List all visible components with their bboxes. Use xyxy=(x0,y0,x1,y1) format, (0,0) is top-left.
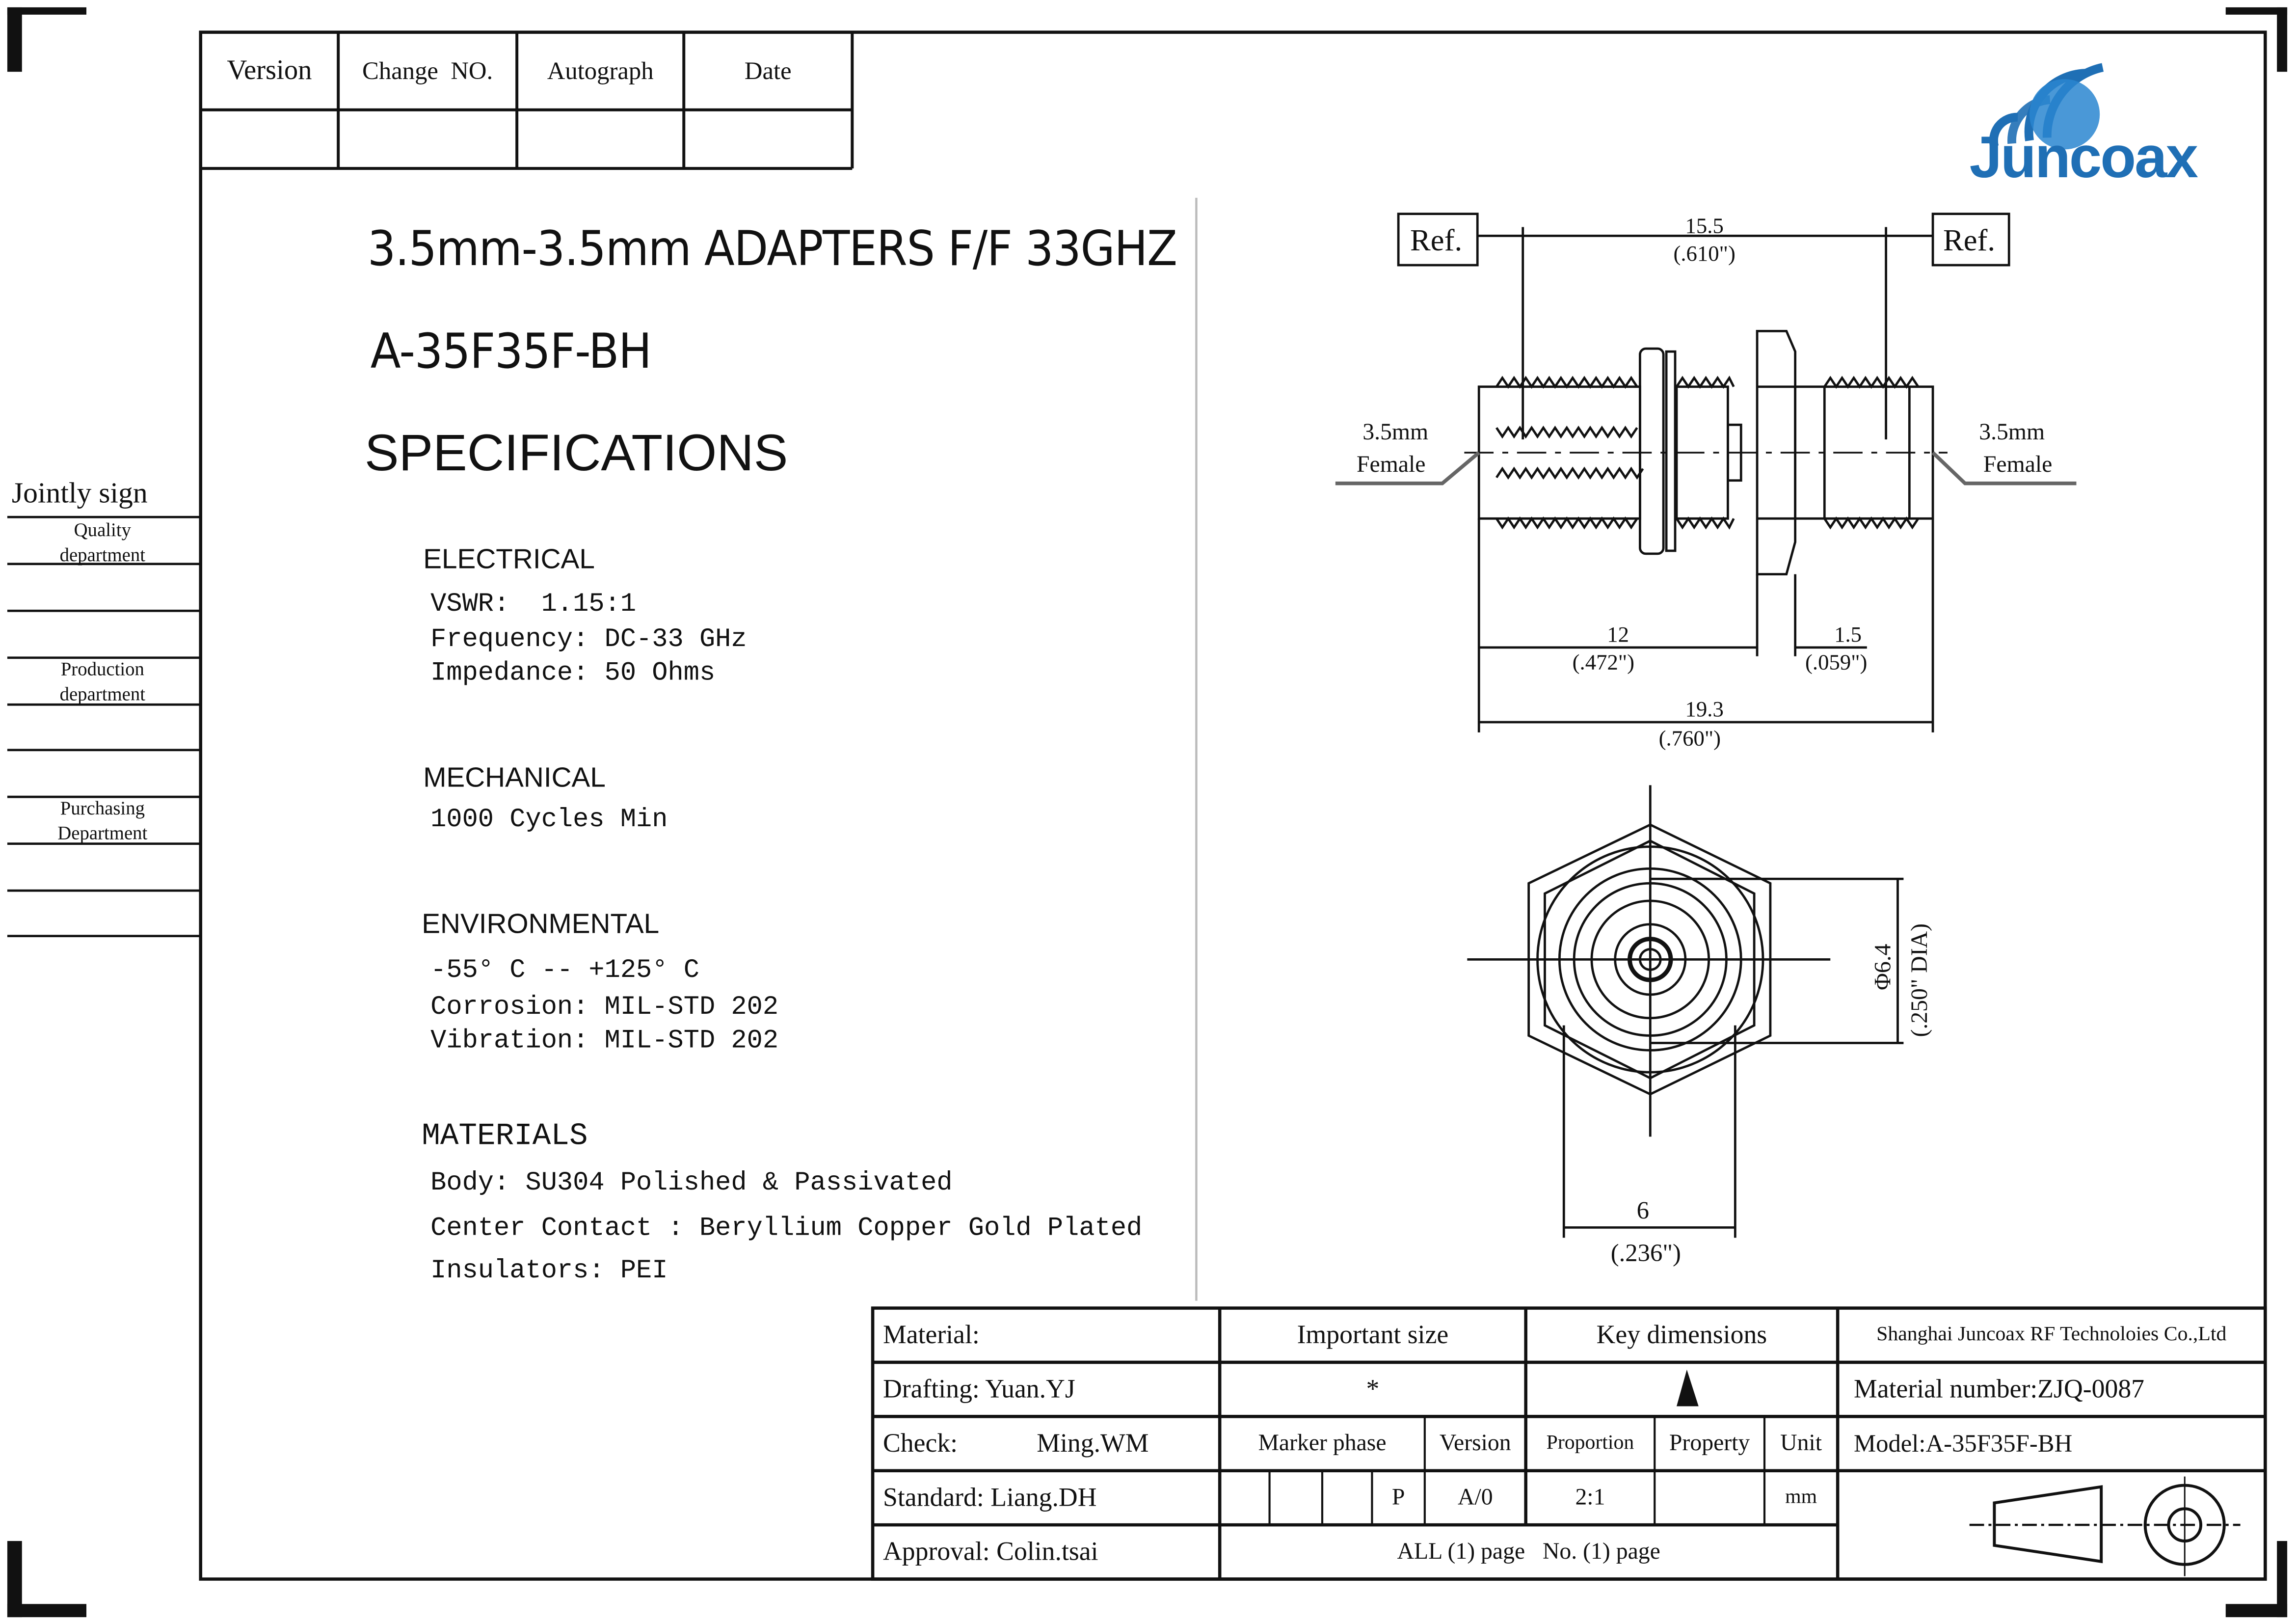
tb-model: Model:A-35F35F-BH xyxy=(1853,1429,2073,1457)
tb-important-symbol: * xyxy=(1366,1374,1380,1404)
spec-vibration: Vibration: MIL-STD 202 xyxy=(430,1027,779,1056)
revision-header-version: Version xyxy=(227,54,312,86)
ref-box-left xyxy=(1397,213,1479,267)
connector-left-type: Female xyxy=(1357,451,1425,477)
tb-company: Shanghai Juncoax RF Technoloies Co.,Ltd xyxy=(1876,1323,2227,1346)
part-number: A-35F35F-BH xyxy=(370,322,652,379)
tb-unit: Unit xyxy=(1780,1430,1822,1456)
ref-label-left: Ref. xyxy=(1410,223,1462,257)
revision-header-autograph: Autograph xyxy=(547,56,654,84)
dim-diameter: Φ6.4 xyxy=(1870,944,1896,990)
ref-label-right: Ref. xyxy=(1943,223,1995,257)
dim-overall-ref: 15.5 xyxy=(1685,213,1724,238)
spec-corrosion: Corrosion: MIL-STD 202 xyxy=(430,993,779,1023)
spec-vswr: VSWR: 1.15:1 xyxy=(430,590,637,620)
connector-left-size: 3.5mm xyxy=(1362,419,1428,445)
revision-header-change-no: Change NO. xyxy=(362,56,493,84)
revision-header-date: Date xyxy=(744,56,792,84)
dim-body-in: (.472") xyxy=(1573,650,1634,675)
materials-heading: MATERIALS xyxy=(422,1120,588,1155)
connector-right-type: Female xyxy=(1983,451,2052,477)
product-title: 3.5mm-3.5mm ADAPTERS F/F 33GHZ xyxy=(367,219,1177,277)
logo-text: Juncoax xyxy=(1969,126,2198,190)
dim-total: 19.3 xyxy=(1685,697,1724,721)
specifications-heading: SPECIFICATIONS xyxy=(364,425,788,482)
dim-overall-ref-in: (.610") xyxy=(1673,241,1735,266)
dim-total-in: (.760") xyxy=(1659,726,1721,751)
tb-standard: Standard: Liang.DH xyxy=(882,1482,1097,1512)
dim-nut: 1.5 xyxy=(1834,622,1862,647)
connector-right-size: 3.5mm xyxy=(1979,419,2045,445)
tb-important-size: Important size xyxy=(1297,1320,1449,1350)
tb-key-dimensions: Key dimensions xyxy=(1596,1320,1767,1350)
mechanical-heading: MECHANICAL xyxy=(423,763,606,794)
projection-symbol-icon xyxy=(1969,1476,2241,1576)
spec-cycles: 1000 Cycles Min xyxy=(430,806,668,835)
spec-temperature: -55° C -- +125° C xyxy=(430,956,699,986)
electrical-heading: ELECTRICAL xyxy=(423,544,595,576)
tb-approval: Approval: Colin.tsai xyxy=(882,1537,1098,1566)
tb-marker-value: P xyxy=(1391,1485,1405,1510)
dim-nut-in: (.059") xyxy=(1805,650,1867,675)
key-dimension-triangle-icon xyxy=(1676,1369,1699,1407)
tb-drafting: Drafting: Yuan.YJ xyxy=(882,1374,1075,1404)
dim-hex-in: (.236") xyxy=(1611,1239,1681,1267)
dim-diameter-in: (.250" DIA) xyxy=(1906,923,1932,1037)
environmental-heading: ENVIRONMENTAL xyxy=(422,909,660,941)
tb-proportion: Proportion xyxy=(1546,1432,1634,1454)
tb-marker-phase: Marker phase xyxy=(1258,1430,1387,1456)
tb-proportion-value: 2:1 xyxy=(1575,1485,1605,1510)
signal-waves-icon xyxy=(1989,63,2104,150)
spec-center-contact: Center Contact : Beryllium Copper Gold P… xyxy=(430,1214,1143,1244)
spec-frequency: Frequency: DC-33 GHz xyxy=(430,625,747,655)
jointly-sign-title: Jointly sign xyxy=(11,477,148,510)
dept-production: Production department xyxy=(59,657,146,705)
dim-body: 12 xyxy=(1607,622,1629,647)
dim-hex: 6 xyxy=(1637,1197,1649,1224)
dept-purchasing: Purchasing Department xyxy=(57,797,148,844)
tb-material: Material: xyxy=(882,1320,980,1350)
tb-version: Version xyxy=(1439,1430,1511,1456)
spec-impedance: Impedance: 50 Ohms xyxy=(430,659,716,689)
tb-pages: ALL (1) page No. (1) page xyxy=(1397,1539,1660,1564)
spec-insulators: Insulators: PEI xyxy=(430,1257,668,1286)
dept-quality: Quality department xyxy=(59,518,146,566)
tb-unit-value: mm xyxy=(1785,1486,1817,1508)
tb-check-label: Check: xyxy=(882,1428,958,1458)
spec-body: Body: SU304 Polished & Passivated xyxy=(430,1169,953,1198)
tb-version-value: A/0 xyxy=(1457,1485,1493,1510)
tb-check-name: Ming.WM xyxy=(1037,1428,1149,1458)
tb-material-number: Material number:ZJQ-0087 xyxy=(1853,1374,2145,1404)
ref-box-right xyxy=(1931,213,2010,267)
tb-property: Property xyxy=(1669,1430,1750,1456)
juncoax-logo: Juncoax xyxy=(1962,55,2241,194)
